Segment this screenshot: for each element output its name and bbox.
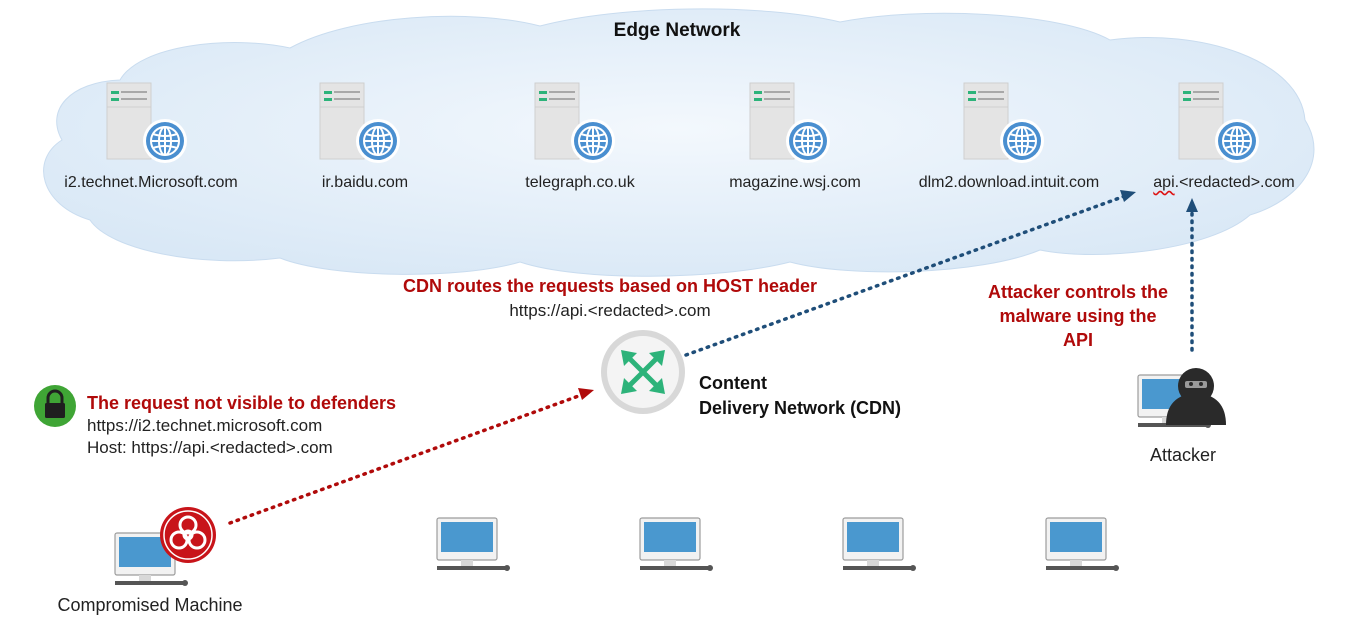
biohazard-icon [160, 507, 216, 563]
redacted-domain-text: api.<redacted>.com [1153, 174, 1295, 191]
server-label: magazine.wsj.com [729, 174, 861, 191]
cdn-label-line: Content [699, 373, 767, 393]
request-url: https://i2.technet.microsoft.com [87, 416, 323, 435]
attacker-note-line: API [1062, 330, 1093, 350]
cdn-label: Content Delivery Network (CDN) [699, 371, 901, 421]
cdn-to-edge-arrow [684, 190, 1136, 357]
computer-icon [639, 517, 714, 572]
server-label: i2.technet.Microsoft.com [64, 174, 238, 191]
server-label: dlm2.download.intuit.com [918, 174, 1100, 191]
attacker-icon [1137, 368, 1226, 429]
computer-icon [842, 517, 917, 572]
attacker-to-edge-arrow [1186, 198, 1198, 352]
cdn-label-line: Delivery Network (CDN) [699, 398, 902, 418]
computer-icon [1045, 517, 1120, 572]
edge-network-title: Edge Network [613, 20, 741, 41]
attacker-note-line: malware using the [999, 306, 1157, 326]
edge-network-cloud [43, 8, 1315, 277]
routing-title: CDN routes the requests based on HOST he… [402, 276, 818, 296]
computer-icon [436, 517, 511, 572]
request-host: Host: https://api.<redacted>.com [87, 438, 333, 457]
machine-to-cdn-arrow [228, 388, 594, 525]
attacker-note: Attacker controls the malware using the … [958, 280, 1198, 352]
cdn-hub-icon [601, 330, 685, 414]
server-label: api.<redacted>.com [1109, 174, 1339, 192]
compromised-machine-label: Compromised Machine [57, 595, 243, 615]
attacker-note-line: Attacker controls the [987, 282, 1169, 302]
request-title: The request not visible to defenders [87, 393, 397, 413]
server-label: telegraph.co.uk [525, 174, 635, 191]
attacker-label: Attacker [1149, 445, 1217, 465]
lock-icon [34, 385, 76, 427]
request-note: The request not visible to defenders htt… [87, 393, 396, 458]
routing-url: https://api.<redacted>.com [509, 301, 711, 320]
server-label: ir.baidu.com [321, 174, 409, 191]
